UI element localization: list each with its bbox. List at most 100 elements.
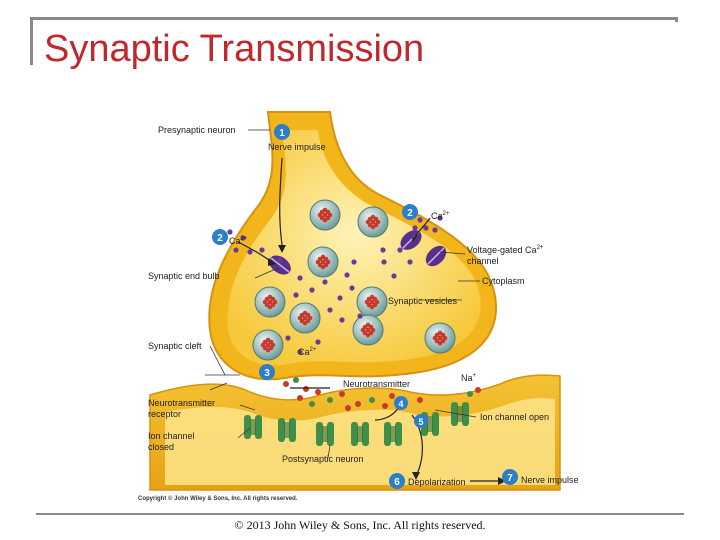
calcium-ion bbox=[339, 317, 345, 323]
neurotransmitter-molecule bbox=[309, 401, 315, 407]
step-badge-2-left: 2 bbox=[212, 229, 228, 245]
calcium-ion bbox=[391, 273, 397, 279]
label-nerve-impulse-7: Nerve impulse bbox=[521, 475, 579, 485]
calcium-ion bbox=[437, 215, 443, 221]
label-receptor-2: receptor bbox=[148, 409, 181, 419]
calcium-ion bbox=[322, 279, 328, 285]
label-ion-open: Ion channel open bbox=[480, 412, 549, 422]
calcium-ion bbox=[407, 259, 413, 265]
calcium-ion bbox=[315, 339, 321, 345]
svg-text:2: 2 bbox=[407, 208, 413, 219]
calcium-ion bbox=[277, 257, 283, 263]
step-badge-2-top: 2 bbox=[402, 204, 418, 220]
receptor-channel bbox=[244, 415, 262, 439]
calcium-ion bbox=[247, 249, 253, 255]
label-neurotransmitter: Neurotransmitter bbox=[343, 379, 410, 389]
neurotransmitter-molecule bbox=[369, 397, 375, 403]
label-depolarization: Depolarization bbox=[408, 477, 466, 487]
neurotransmitter-molecule bbox=[475, 387, 481, 393]
calcium-ion bbox=[309, 287, 315, 293]
svg-text:3: 3 bbox=[264, 368, 270, 379]
presynaptic-cytoplasm bbox=[227, 130, 481, 366]
neurotransmitter-molecule bbox=[327, 397, 333, 403]
svg-text:4: 4 bbox=[398, 399, 403, 409]
synaptic-vesicle bbox=[424, 322, 456, 354]
figure-copyright: Copyright © John Wiley & Sons, Inc. All … bbox=[138, 495, 298, 502]
label-na: Na+ bbox=[461, 373, 477, 383]
calcium-ion bbox=[423, 225, 429, 231]
svg-text:2: 2 bbox=[217, 233, 223, 244]
synaptic-vesicles-group bbox=[252, 199, 456, 361]
label-voltage-gated: Voltage-gated Ca2+ bbox=[467, 245, 544, 255]
label-synaptic-cleft: Synaptic cleft bbox=[148, 341, 202, 351]
step-badge-4: 4 bbox=[394, 396, 408, 410]
calcium-ion bbox=[259, 247, 265, 253]
frame-top-line bbox=[30, 17, 678, 20]
neurotransmitter-molecule bbox=[467, 391, 473, 397]
receptor-channel bbox=[351, 422, 369, 446]
synaptic-vesicle bbox=[356, 286, 388, 318]
calcium-ion bbox=[227, 229, 233, 235]
synaptic-vesicle bbox=[357, 206, 389, 238]
frame-left-line bbox=[30, 17, 33, 65]
label-channel: channel bbox=[467, 256, 499, 266]
calcium-ion bbox=[240, 235, 246, 241]
calcium-ion bbox=[337, 295, 343, 301]
label-ca-mid: Ca2+ bbox=[298, 347, 317, 357]
receptor-channel bbox=[316, 422, 334, 446]
label-synaptic-end-bulb: Synaptic end bulb bbox=[148, 271, 220, 281]
neurotransmitter-molecule bbox=[382, 403, 388, 409]
svg-text:1: 1 bbox=[279, 128, 285, 139]
calcium-ion bbox=[381, 259, 387, 265]
label-ion-closed-1: Ion channel bbox=[148, 431, 195, 441]
calcium-ion bbox=[297, 275, 303, 281]
neurotransmitter-molecule bbox=[389, 393, 395, 399]
neurotransmitter-molecule bbox=[283, 381, 289, 387]
arrow-heads bbox=[268, 234, 506, 485]
calcium-ion bbox=[285, 335, 291, 341]
frame-right-line bbox=[675, 17, 678, 22]
calcium-ion bbox=[380, 247, 386, 253]
calcium-ion bbox=[351, 259, 357, 265]
neurotransmitter-molecule bbox=[417, 397, 423, 403]
calcium-ion bbox=[349, 285, 355, 291]
label-presynaptic-neuron: Presynaptic neuron bbox=[158, 125, 236, 135]
leader-lines bbox=[205, 129, 480, 459]
step-badge-6: 6 bbox=[389, 473, 405, 489]
calcium-ion bbox=[412, 225, 418, 231]
step-badge-7: 7 bbox=[502, 469, 518, 485]
label-nerve-impulse-1: Nerve impulse bbox=[268, 142, 326, 152]
slide-title: Synaptic Transmission bbox=[44, 28, 425, 70]
calcium-ion bbox=[357, 313, 363, 319]
label-ion-closed-2: closed bbox=[148, 442, 174, 452]
neurotransmitter-molecule bbox=[345, 405, 351, 411]
calcium-ion bbox=[417, 217, 423, 223]
svg-text:7: 7 bbox=[507, 473, 513, 484]
synaptic-vesicle bbox=[289, 302, 321, 334]
neurotransmitter-molecules-group bbox=[283, 377, 481, 411]
svg-text:6: 6 bbox=[394, 477, 400, 488]
calcium-ion bbox=[293, 292, 299, 298]
voltage-gated-channel-right bbox=[425, 245, 447, 267]
calcium-ion bbox=[432, 227, 438, 233]
neurotransmitter-molecule bbox=[355, 401, 361, 407]
neurotransmitter-molecule bbox=[293, 377, 299, 383]
calcium-ion bbox=[344, 272, 350, 278]
label-synaptic-vesicles: Synaptic vesicles bbox=[388, 296, 458, 306]
step-badge-5: 5 bbox=[414, 414, 428, 428]
synaptic-vesicle bbox=[309, 199, 341, 231]
svg-text:5: 5 bbox=[418, 417, 423, 427]
step-badge-3: 3 bbox=[259, 364, 275, 380]
synaptic-vesicle bbox=[254, 286, 286, 318]
calcium-ion bbox=[297, 349, 303, 355]
calcium-ion bbox=[327, 307, 333, 313]
neurotransmitter-molecule bbox=[339, 391, 345, 397]
footer-copyright: © 2013 John Wiley & Sons, Inc. All right… bbox=[234, 518, 486, 532]
synaptic-vesicle bbox=[252, 329, 284, 361]
label-cytoplasm: Cytoplasm bbox=[482, 276, 525, 286]
label-ca-top: Ca2+ bbox=[431, 211, 450, 221]
label-postsynaptic-neuron: Postsynaptic neuron bbox=[282, 454, 364, 464]
neurotransmitter-molecule bbox=[315, 389, 321, 395]
step-badge-1: 1 bbox=[274, 124, 290, 140]
